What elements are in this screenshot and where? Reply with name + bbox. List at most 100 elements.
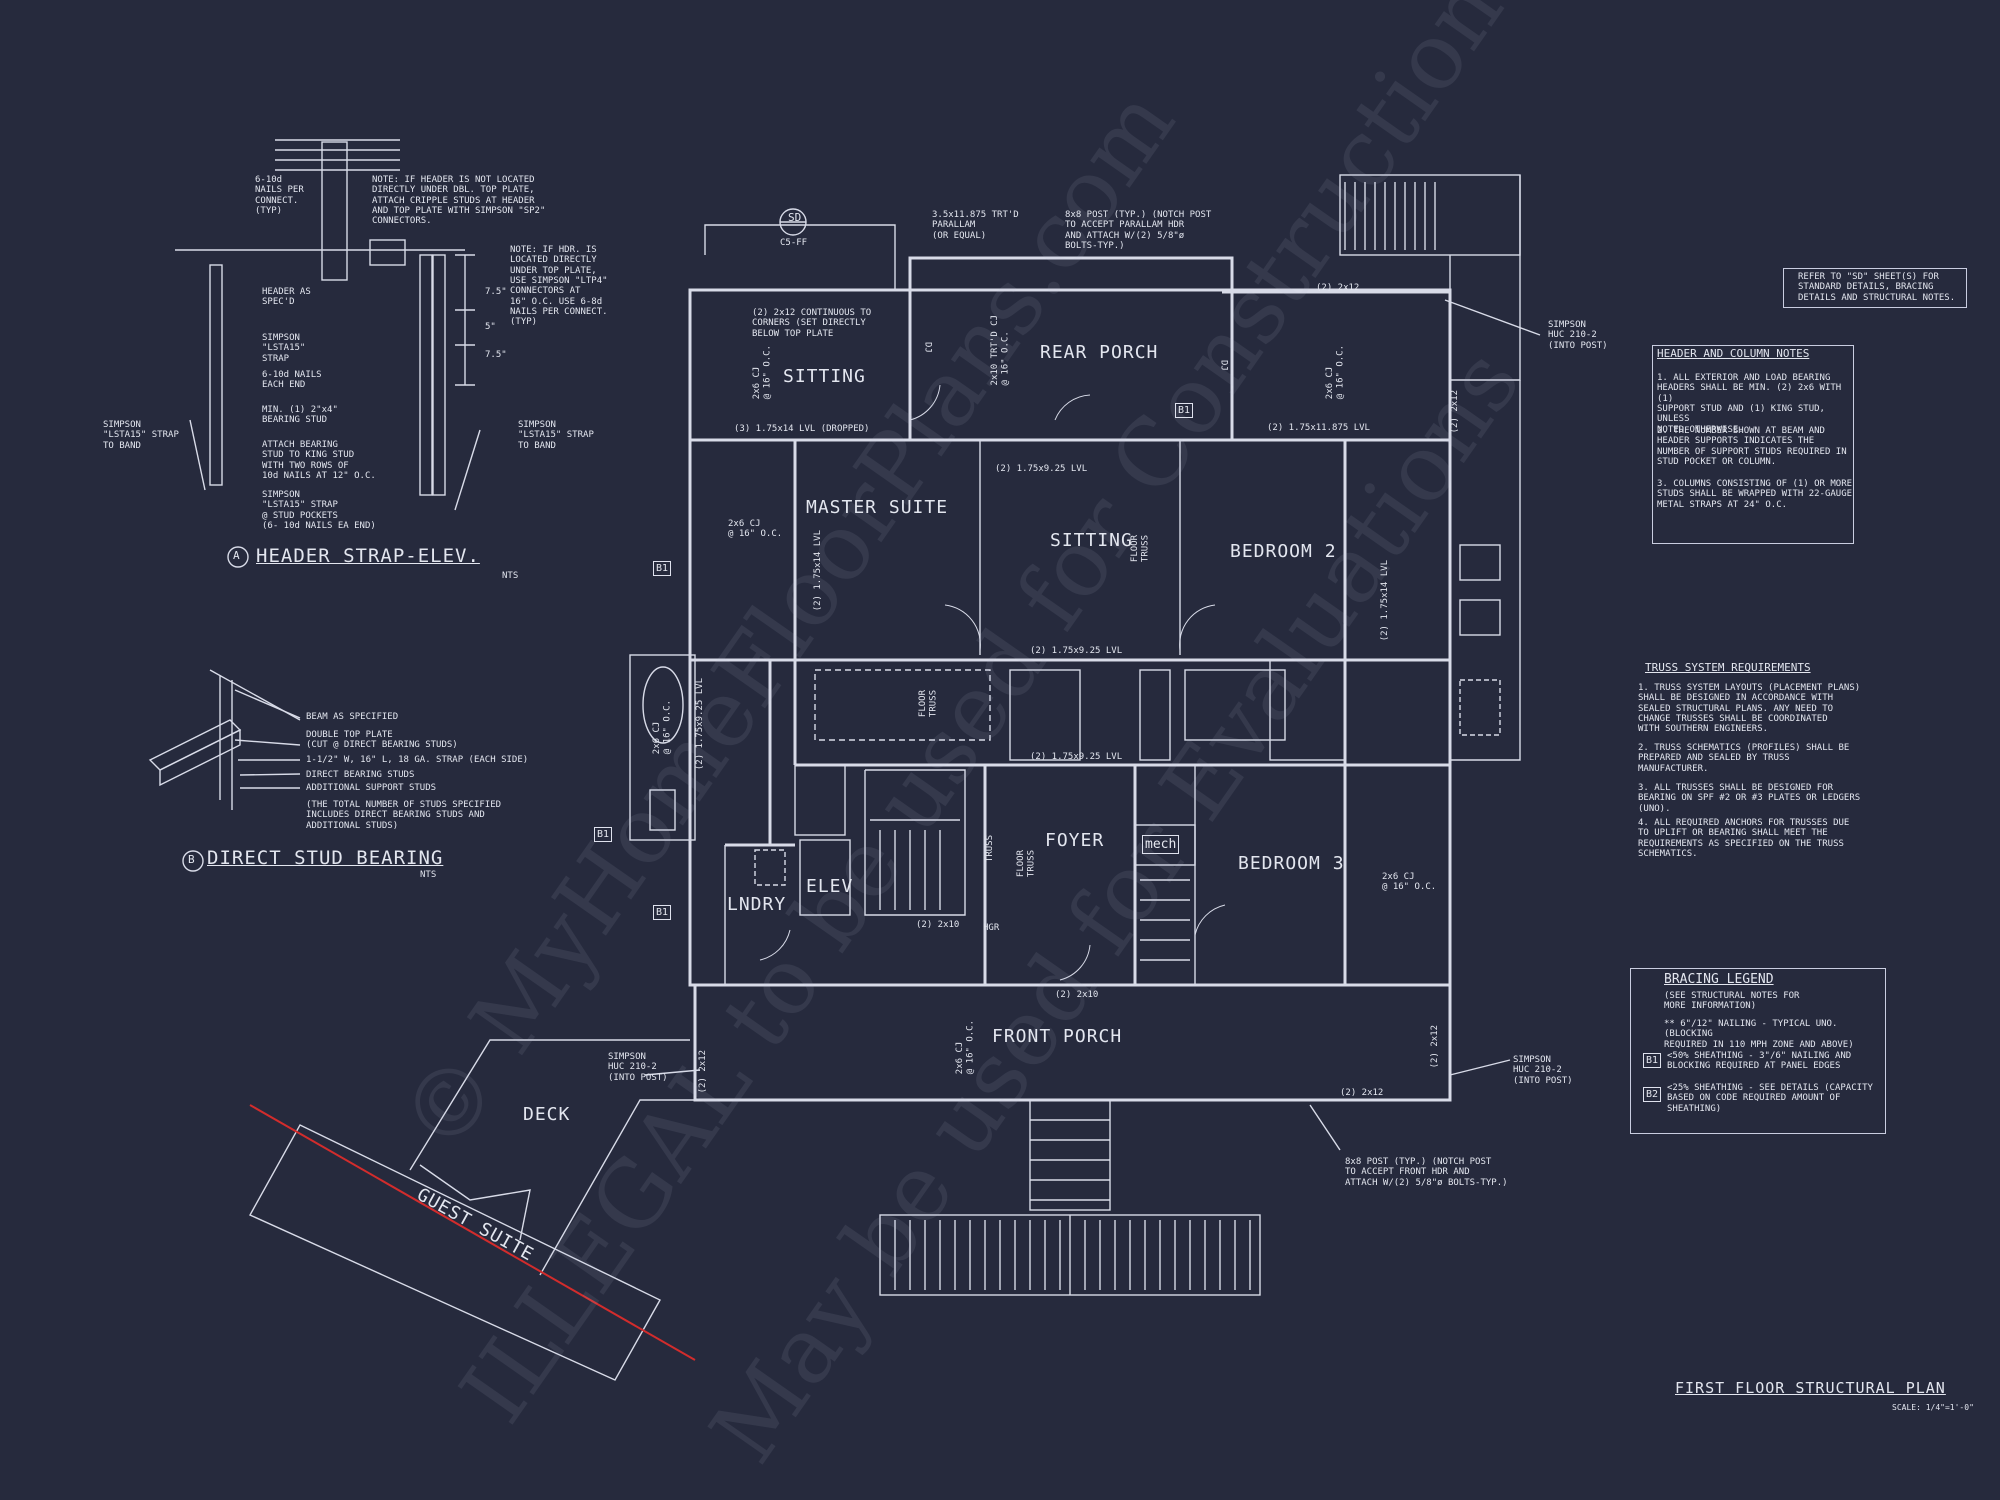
detail-b-note-beam: BEAM AS SPECIFIED <box>306 712 399 722</box>
detail-a-dim-2: 5" <box>485 322 496 332</box>
interior-stairs <box>864 769 966 916</box>
detail-a-scale: NTS <box>502 571 519 581</box>
bracing-legend-typical: ** 6"/12" NAILING - TYPICAL UNO. (BLOCKI… <box>1664 1019 1854 1050</box>
truss-note-4: 4. ALL REQUIRED ANCHORS FOR TRUSSES DUE … <box>1638 818 1850 860</box>
note-cj-rear-porch: 2x10 TRT'D CJ @ 16" O.C. <box>990 315 1011 386</box>
note-floor-truss-foyer: FLOOR TRUSS <box>1016 850 1037 878</box>
bracing-legend-b1-text: <50% SHEATHING - 3"/6" NAILING AND BLOCK… <box>1667 1051 1852 1072</box>
note-cj-front-porch: 2x6 CJ @ 16" O.C. <box>955 1020 976 1075</box>
refer-note-box: REFER TO "SD" SHEET(S) FOR STANDARD DETA… <box>1783 268 1967 308</box>
room-elevator: ELEV <box>806 876 854 897</box>
sd-marker: SD <box>788 211 802 224</box>
note-hgr: HGR <box>983 923 1000 933</box>
note-dropped-lvl: (3) 1.75x14 LVL (DROPPED) <box>734 424 870 434</box>
header-notes-title: HEADER AND COLUMN NOTES <box>1657 347 1810 360</box>
note-2x12-front-right: (2) 2x12 <box>1430 1025 1440 1069</box>
header-notes-box: HEADER AND COLUMN NOTES 1. ALL EXTERIOR … <box>1652 345 1854 544</box>
note-lvl-925-c: (2) 1.75x9.25 LVL <box>1030 752 1123 762</box>
note-lvl-925-b: (2) 1.75x9.25 LVL <box>1030 646 1123 656</box>
room-master-suite: MASTER SUITE <box>806 497 949 518</box>
note-dj-left: DJ <box>922 342 933 353</box>
detail-b-drawing <box>148 669 301 872</box>
detail-b-note-additional-studs: ADDITIONAL SUPPORT STUDS <box>306 783 437 793</box>
detail-b-title: DIRECT STUD BEARING <box>207 847 444 869</box>
bracing-legend-b1-tag: B1 <box>1643 1053 1662 1068</box>
room-front-porch: FRONT PORCH <box>992 1026 1123 1047</box>
sheet-title: FIRST FLOOR STRUCTURAL PLAN <box>1675 1379 1946 1397</box>
room-deck: DECK <box>523 1104 571 1125</box>
detail-b-note-direct-studs: DIRECT BEARING STUDS <box>306 770 415 780</box>
room-mech: mech <box>1142 835 1180 854</box>
note-cj-right: 2x6 CJ @ 16" O.C. <box>1325 345 1346 400</box>
sheet-scale: SCALE: 1/4"=1'-0" <box>1892 1403 1974 1412</box>
note-2x12-front-left: (2) 2x12 <box>698 1050 708 1094</box>
header-note-3: 3. COLUMNS CONSISTING OF (1) OR MORE STU… <box>1657 479 1853 510</box>
note-2x10-front: (2) 2x10 <box>1055 990 1099 1000</box>
note-simpson-front-left: SIMPSON HUC 210-2 (INTO POST) <box>608 1052 668 1083</box>
bracing-legend-title: BRACING LEGEND <box>1664 972 1774 987</box>
detail-a-title: HEADER STRAP-ELEV. <box>256 545 480 567</box>
bracing-legend-box: BRACING LEGEND (SEE STRUCTURAL NOTES FOR… <box>1630 968 1886 1134</box>
room-rear-porch: REAR PORCH <box>1040 342 1159 363</box>
bracing-legend-b2-text: <25% SHEATHING - SEE DETAILS (CAPACITY B… <box>1667 1083 1873 1114</box>
note-truss: TRUSS <box>985 835 995 863</box>
room-bedroom-2: BEDROOM 2 <box>1230 541 1337 562</box>
header-note-1: 1. ALL EXTERIOR AND LOAD BEARING HEADERS… <box>1657 373 1842 435</box>
room-laundry: LNDRY <box>727 894 787 915</box>
header-note-2: 2. THE NUMBER SHOWN AT BEAM AND HEADER S… <box>1657 426 1847 468</box>
detail-a-note-band-right: SIMPSON "LSTA15" STRAP TO BAND <box>518 420 594 451</box>
truss-note-3: 3. ALL TRUSSES SHALL BE DESIGNED FOR BEA… <box>1638 783 1861 814</box>
truss-note-1: 1. TRUSS SYSTEM LAYOUTS (PLACEMENT PLANS… <box>1638 683 1861 735</box>
detail-b-note-top-plate: DOUBLE TOP PLATE (CUT @ DIRECT BEARING S… <box>306 730 458 751</box>
detail-b-scale: NTS <box>420 870 437 880</box>
note-2x12-bottom: (2) 2x12 <box>1340 1088 1384 1098</box>
note-2x12-continuous: (2) 2x12 CONTINUOUS TO CORNERS (SET DIRE… <box>752 308 872 339</box>
detail-a-drawing <box>175 139 481 568</box>
note-cj-sitting-rear: 2x6 CJ @ 16" O.C. <box>752 345 773 400</box>
detail-a-note-pockets: SIMPSON "LSTA15" STRAP @ STUD POCKETS (6… <box>262 490 376 532</box>
note-lvl-925-a: (2) 1.75x9.25 LVL <box>995 464 1088 474</box>
detail-a-note-nails-end: 6-10d NAILS EACH END <box>262 370 322 391</box>
detail-a-note-bearing-stud: MIN. (1) 2"x4" BEARING STUD <box>262 405 338 426</box>
detail-a-note-strap: SIMPSON "LSTA15" STRAP <box>262 333 306 364</box>
detail-a-note-attach: ATTACH BEARING STUD TO KING STUD WITH TW… <box>262 440 376 482</box>
note-trtd-parallam: 3.5x11.875 TRT'D PARALLAM (OR EQUAL) <box>932 210 1019 241</box>
property-line <box>249 1104 696 1361</box>
note-simpson-front-right: SIMPSON HUC 210-2 (INTO POST) <box>1513 1055 1573 1086</box>
truss-note-2: 2. TRUSS SCHEMATICS (PROFILES) SHALL BE … <box>1638 743 1850 774</box>
sd-marker-sub: C5-FF <box>780 238 808 248</box>
bracing-tag-b1-left: B1 <box>653 561 672 576</box>
note-cj-bath: 2x6 CJ @ 16" O.C. <box>652 700 673 755</box>
bracing-tag-b1-laundry: B1 <box>653 905 672 920</box>
detail-a-note-nails: 6-10d NAILS PER CONNECT. (TYP) <box>255 175 304 217</box>
note-cj-master: 2x6 CJ @ 16" O.C. <box>728 519 783 540</box>
room-sitting: SITTING <box>1050 530 1133 551</box>
detail-a-note-header-spec: HEADER AS SPEC'D <box>262 287 311 308</box>
detail-a-note-header: NOTE: IF HEADER IS NOT LOCATED DIRECTLY … <box>372 175 546 227</box>
bracing-legend-b2-tag: B2 <box>1643 1087 1662 1102</box>
detail-a-dim-1: 7.5" <box>485 287 507 297</box>
detail-a-marker: A <box>233 549 240 562</box>
note-2x12-right: (2) 2x12 <box>1450 390 1460 434</box>
note-simpson-top-right: SIMPSON HUC 210-2 (INTO POST) <box>1548 320 1608 351</box>
front-stairs <box>879 1099 1261 1296</box>
bracing-tag-b1-rear: B1 <box>1175 403 1194 418</box>
room-sitting-rear: SITTING <box>783 366 866 387</box>
note-floor-truss-master: FLOOR TRUSS <box>918 690 939 718</box>
room-bedroom-3: BEDROOM 3 <box>1238 853 1345 874</box>
rear-stairs <box>1344 182 1436 250</box>
note-lvl-14-master: (2) 1.75x14 LVL <box>813 530 823 612</box>
bracing-legend-subtitle: (SEE STRUCTURAL NOTES FOR MORE INFORMATI… <box>1664 991 1800 1012</box>
note-post-rear: 8x8 POST (TYP.) (NOTCH POST TO ACCEPT PA… <box>1065 210 1212 252</box>
note-dj-right: DJ <box>1218 360 1229 371</box>
note-floor-truss-sitting: FLOOR TRUSS <box>1130 535 1151 563</box>
guest-suite-outline <box>249 1124 661 1381</box>
deck-outline <box>409 1039 690 1171</box>
refer-note: REFER TO "SD" SHEET(S) FOR STANDARD DETA… <box>1798 272 1956 303</box>
detail-a-note-band-left: SIMPSON "LSTA15" STRAP TO BAND <box>103 420 179 451</box>
room-foyer: FOYER <box>1045 830 1105 851</box>
bracing-tag-b1-bath: B1 <box>594 827 613 842</box>
note-lvl-11875: (2) 1.75x11.875 LVL <box>1267 423 1370 433</box>
detail-b-note-strap: 1-1/2" W, 16" L, 18 GA. STRAP (EACH SIDE… <box>306 755 529 765</box>
